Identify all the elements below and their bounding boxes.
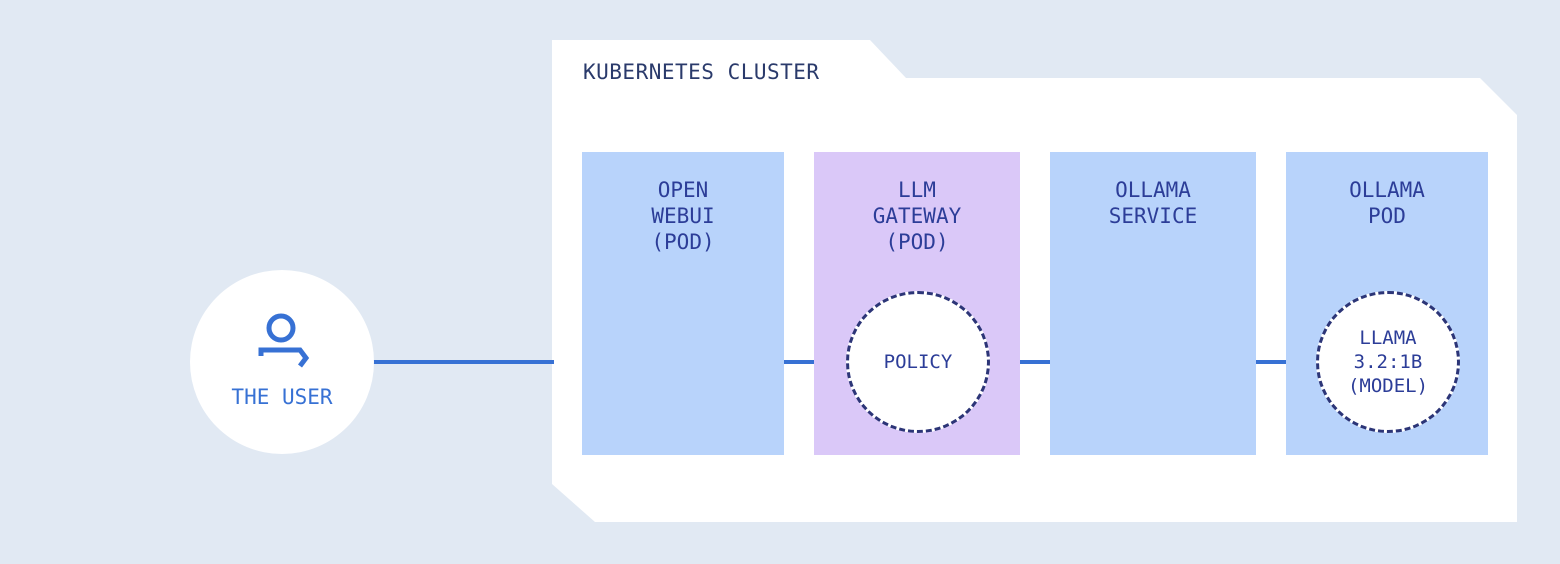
ollama-pod-label: OLLAMA POD — [1349, 178, 1425, 228]
ollama-service-box: OLLAMA SERVICE — [1050, 152, 1256, 455]
ollama-service-label: OLLAMA SERVICE — [1108, 178, 1198, 228]
connector-gateway-to-service — [1018, 360, 1052, 364]
connector-webui-to-gateway — [782, 360, 816, 364]
policy-node: POLICY — [846, 291, 990, 433]
cluster-title: KUBERNETES CLUSTER — [583, 60, 820, 84]
open-webui-pod-label: OPEN WEBUI (POD) — [651, 178, 715, 254]
model-node: LLAMA 3.2:1B (MODEL) — [1316, 291, 1460, 433]
policy-label: POLICY — [883, 351, 953, 373]
user-icon — [258, 313, 310, 368]
connector-user-to-webui — [372, 360, 554, 364]
model-label: LLAMA 3.2:1B (MODEL) — [1347, 327, 1429, 397]
connector-service-to-pod — [1254, 360, 1288, 364]
user-node: THE USER — [190, 270, 374, 454]
user-label: THE USER — [231, 385, 333, 409]
open-webui-pod-box: OPEN WEBUI (POD) — [582, 152, 784, 455]
llm-gateway-pod-label: LLM GATEWAY (POD) — [872, 178, 962, 254]
